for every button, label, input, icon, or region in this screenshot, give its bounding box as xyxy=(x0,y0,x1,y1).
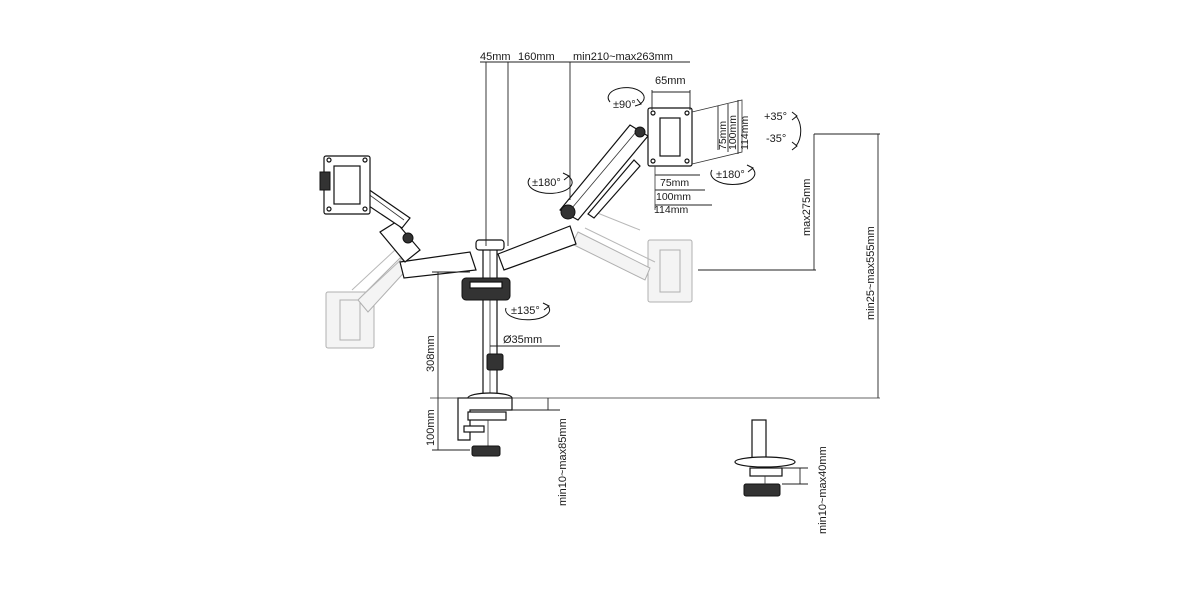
vesa-100-h-label: 100mm xyxy=(727,115,739,150)
desk-clamp xyxy=(457,397,513,457)
tilt-arrow xyxy=(791,111,802,151)
vesa-pattern-box xyxy=(654,99,743,210)
vesa-75-h-label: 75mm xyxy=(717,121,729,150)
pole-height-label: 308mm xyxy=(425,335,437,372)
right-height-dimension xyxy=(698,133,880,398)
arm-reach-label: min210~max263mm xyxy=(573,51,673,63)
swivel-135-label: ±135° xyxy=(511,305,540,317)
ghost-left-arm xyxy=(325,249,411,349)
swivel-135-arrow xyxy=(505,302,551,321)
vesa-75-w-label: 75mm xyxy=(660,177,689,189)
pole-diameter-label: Ø35mm xyxy=(503,334,542,346)
desk-clamp-range-line xyxy=(512,398,560,411)
pole-clip xyxy=(486,353,504,371)
swivel-180-arm-arrow xyxy=(527,172,573,194)
right-vesa-plate xyxy=(647,107,693,167)
grommet-range-label: min10~max40mm xyxy=(817,446,829,534)
offset-45-label: 45mm xyxy=(480,51,511,63)
swivel-180-head-arrow xyxy=(710,164,756,185)
swivel-180-arm-label: ±180° xyxy=(532,177,561,189)
rotate-90-arrow xyxy=(607,87,645,107)
tilt-down-label: -35° xyxy=(766,133,786,145)
vesa-100-w-label: 100mm xyxy=(656,191,691,203)
swivel-180-head-label: ±180° xyxy=(716,169,745,181)
rotate-90-label: ±90° xyxy=(613,99,636,111)
vesa-114-w-label: 114mm xyxy=(654,204,688,216)
offset-160-label: 160mm xyxy=(518,51,555,63)
tilt-up-label: +35° xyxy=(764,111,787,123)
vesa-114-h-label: 114mm xyxy=(739,116,751,150)
height-range-label: min25~max555mm xyxy=(865,226,877,320)
left-height-dimension xyxy=(432,271,470,451)
desk-clamp-range-label: min10~max85mm xyxy=(557,418,569,506)
arm-width-65-label: 65mm xyxy=(655,75,686,87)
right-arm xyxy=(497,124,649,271)
left-vesa-plate xyxy=(319,155,371,215)
hub-collar xyxy=(461,277,511,301)
clamp-height-label: 100mm xyxy=(425,409,437,446)
max275-label: max275mm xyxy=(801,179,813,236)
grommet-mount xyxy=(734,419,808,497)
ghost-right-arm xyxy=(571,209,693,303)
